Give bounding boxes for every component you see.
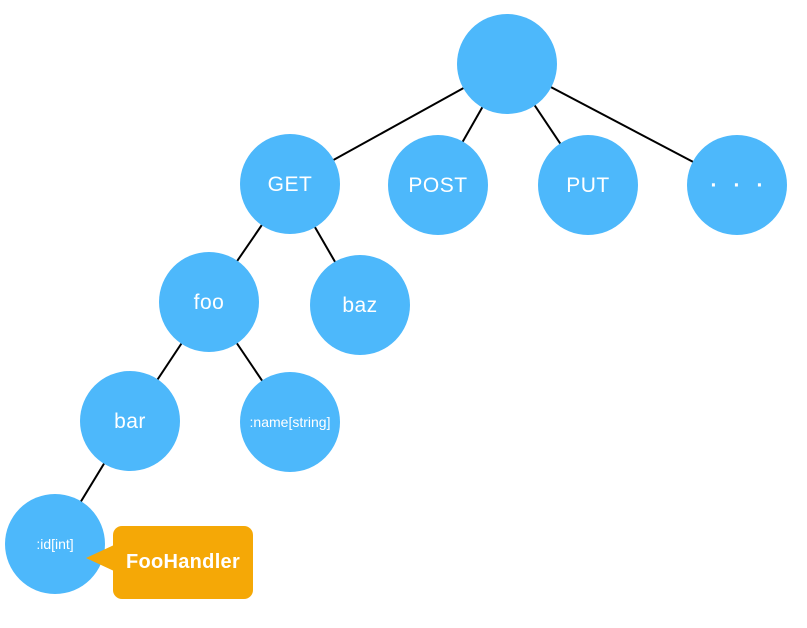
tree-node-id-param: :id[int] [5, 494, 105, 594]
tree-node-id-param-label: :id[int] [36, 536, 74, 552]
tree-node-post: POST [388, 135, 488, 235]
tree-node-put: PUT [538, 135, 638, 235]
tree-node-foo-label: foo [193, 290, 225, 314]
tree-node-bar-label: bar [114, 409, 146, 433]
tree-node-more: ··· [687, 135, 787, 235]
ellipsis-dots-icon: ··· [710, 173, 780, 197]
tree-node-put-label: PUT [566, 173, 610, 197]
tree-node-name-param-label: :name[string] [249, 414, 331, 430]
handler-callout-label: FooHandler [125, 551, 241, 573]
callout-tail-icon [86, 545, 114, 571]
tree-node-baz: baz [310, 255, 410, 355]
tree-node-post-label: POST [408, 173, 468, 197]
tree-node-bar: bar [80, 371, 180, 471]
tree-node-baz-label: baz [342, 293, 378, 317]
tree-node-foo: foo [159, 252, 259, 352]
tree-node-name-param: :name[string] [240, 372, 340, 472]
tree-node-get-label: GET [267, 172, 313, 196]
tree-node-root [457, 14, 557, 114]
handler-callout: FooHandler [86, 526, 253, 599]
tree-node-get: GET [240, 134, 340, 234]
